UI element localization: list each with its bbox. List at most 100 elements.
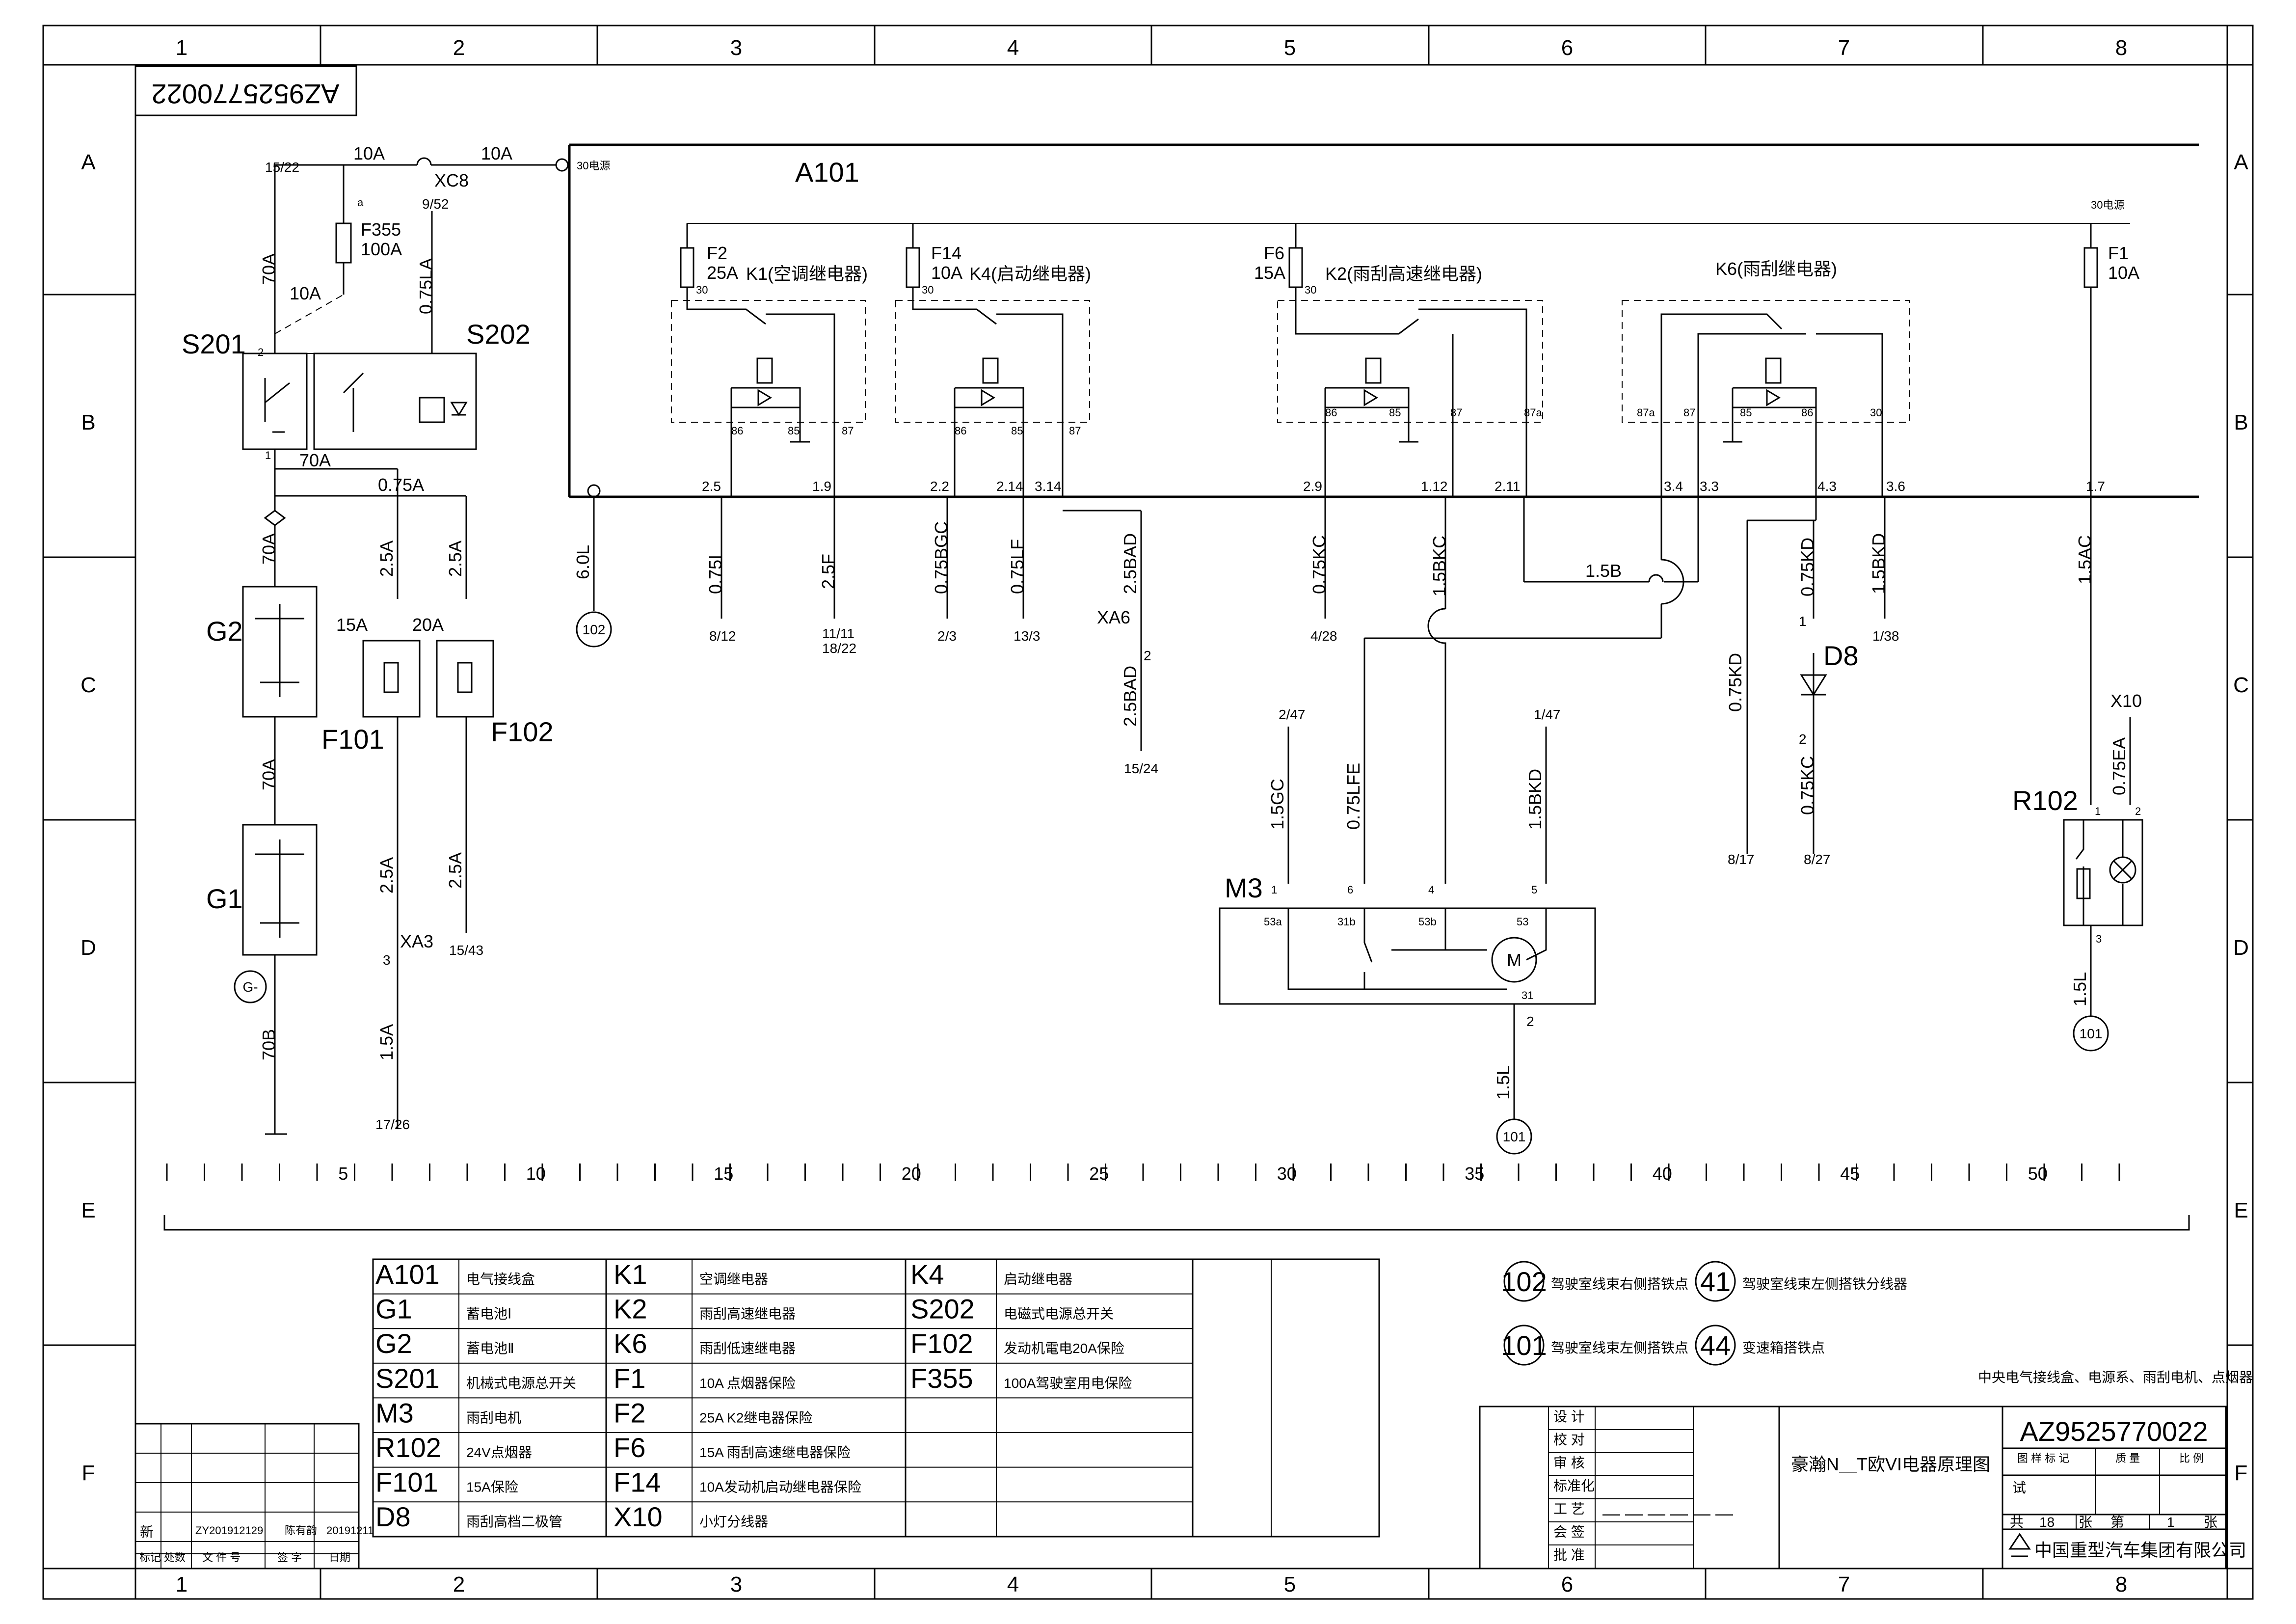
s201-pin2: 2: [258, 346, 264, 358]
xa3-pin: 3: [383, 952, 391, 968]
wire-label: 1.5BKD: [1869, 533, 1889, 594]
feed-fuse-in: 10A: [353, 143, 385, 163]
ground-g-minus-label: G-: [242, 979, 258, 995]
f355-name: F355: [361, 219, 401, 240]
switch-s202: [313, 352, 477, 450]
k4-pin-30: 30: [922, 284, 934, 296]
wire-label: 2.5BAD: [1120, 666, 1140, 727]
col-label: 6: [1561, 1572, 1573, 1597]
col-label: 4: [1007, 1572, 1019, 1597]
legend-code: K6: [614, 1328, 647, 1359]
legend-desc: 15A保险: [466, 1480, 518, 1495]
f6-rating: 15A: [1254, 263, 1285, 283]
tb-role: 批 准: [1553, 1547, 1585, 1563]
fuse-f355: [335, 222, 352, 264]
bus-pin: 2.11: [1495, 479, 1520, 494]
tb-total-label: 共: [2010, 1515, 2024, 1530]
tb-hdr: 图 样 标 记: [2017, 1452, 2069, 1464]
feed-connector: XC8: [434, 170, 469, 190]
battery-wire-2: 70A: [259, 759, 279, 790]
s201-label: S201: [182, 328, 246, 359]
s202-wire: 0.75A: [378, 475, 424, 495]
wire-label: 1.5B: [1585, 561, 1622, 581]
legend-code: M3: [375, 1397, 414, 1428]
junction-box-label: A101: [795, 157, 859, 188]
tb-trial: 试: [2012, 1480, 2026, 1495]
motor-term: 53: [1517, 916, 1528, 928]
legend-desc: 100A驾驶室用电保险: [1004, 1376, 1132, 1391]
bus-pin: 3.3: [1700, 479, 1719, 494]
f355-pin-a: a: [357, 196, 364, 209]
bus-pin: 1.9: [812, 479, 831, 494]
drawing-number: AZ9525770022: [2020, 1416, 2208, 1447]
motor-ref-b: 1/47: [1534, 707, 1561, 722]
ruler-label: 25: [1089, 1164, 1109, 1184]
legend-code: F14: [614, 1467, 661, 1498]
k6-pin-87a: 87a: [1637, 406, 1655, 419]
g2-label: G2: [206, 616, 243, 647]
motor-symbol-label: M: [1507, 950, 1522, 970]
legend-code: D8: [375, 1501, 411, 1532]
sheet-subtitle: 中央电气接线盒、电源系、雨刮电机、点烟器: [1978, 1370, 2253, 1385]
legend-desc: 雨刮电机: [466, 1410, 521, 1425]
r102-label: R102: [2012, 785, 2078, 816]
fuse-f14: [906, 247, 920, 288]
g1-label: G1: [206, 883, 243, 914]
row-label: E: [2234, 1198, 2248, 1222]
tb-role: 会 签: [1553, 1524, 1585, 1540]
r102-pin2: 2: [2135, 805, 2141, 817]
legend-desc: 雨刮高档二极管: [466, 1514, 562, 1529]
fuse-f6: [1288, 247, 1303, 288]
feed-ref-fuse: 9/52: [422, 196, 449, 212]
motor-gnd-pin: 2: [1526, 1014, 1534, 1029]
motor-wire: 1.5BKD: [1525, 769, 1545, 830]
company-name: 中国重型汽车集团有限公司: [2034, 1540, 2246, 1560]
motor-wire: 1.5GC: [1267, 779, 1287, 830]
legend-code: F102: [910, 1328, 973, 1359]
legend-code: X10: [614, 1501, 663, 1532]
relay-k2: [1277, 300, 1543, 423]
drawing-number-box: [134, 65, 357, 116]
rev-header: 标记: [139, 1551, 161, 1564]
fuse-f1: [2083, 247, 2098, 288]
relay-k1: [671, 300, 866, 423]
bus-pin: 2.14: [996, 479, 1023, 494]
wire-label: 0.75KD: [1797, 538, 1817, 596]
legend-desc: 10A 点烟器保险: [699, 1376, 796, 1391]
gp-num: 44: [1700, 1330, 1731, 1361]
bus-pin: 3.14: [1035, 479, 1062, 494]
legend-code: F355: [910, 1363, 973, 1394]
legend-desc: 空调继电器: [699, 1272, 768, 1287]
f101-wire-top: 2.5A: [376, 541, 397, 577]
r102-wire: 0.75EA: [2109, 737, 2129, 795]
k1-pin-86: 86: [731, 425, 743, 437]
rev-mark: 新: [140, 1524, 154, 1540]
wire-label: 1.5AC: [2075, 535, 2095, 584]
legend-desc: 蓄电池Ⅱ: [466, 1341, 514, 1356]
feed-fuse-out: 10A: [481, 143, 512, 163]
f1-label: F1: [2108, 243, 2129, 263]
gp-desc: 变速箱搭铁点: [1742, 1340, 1825, 1355]
rev-date: 20191211: [326, 1524, 374, 1537]
f2-label: F2: [707, 243, 727, 263]
legend-desc: 雨刮高速继电器: [699, 1306, 796, 1322]
battery-wire-1: 70A: [259, 533, 279, 565]
wire-ref: 8/17: [1728, 852, 1755, 867]
tb-role: 审 核: [1553, 1455, 1585, 1470]
tb-hdr: 质 量: [2115, 1452, 2140, 1464]
relay-k4: [895, 300, 1090, 423]
legend-code: S201: [375, 1363, 440, 1394]
xa3-label: XA3: [400, 931, 433, 951]
legend-desc: 雨刮低速继电器: [699, 1341, 796, 1356]
legend-code: A101: [375, 1259, 440, 1290]
s201-pin1: 1: [265, 449, 271, 461]
d8-pin2: 2: [1799, 731, 1807, 747]
f1-terminal-30: 30电源: [2091, 199, 2124, 211]
motor-term: 53a: [1264, 916, 1282, 928]
bus-pin: 1.12: [1421, 479, 1448, 494]
wire-ref: 8/27: [1804, 852, 1831, 867]
f102-wire-low: 2.5A: [445, 852, 465, 889]
gp-num: 41: [1700, 1266, 1731, 1297]
col-label: 1: [176, 36, 187, 60]
motor-pin: 6: [1347, 884, 1353, 896]
